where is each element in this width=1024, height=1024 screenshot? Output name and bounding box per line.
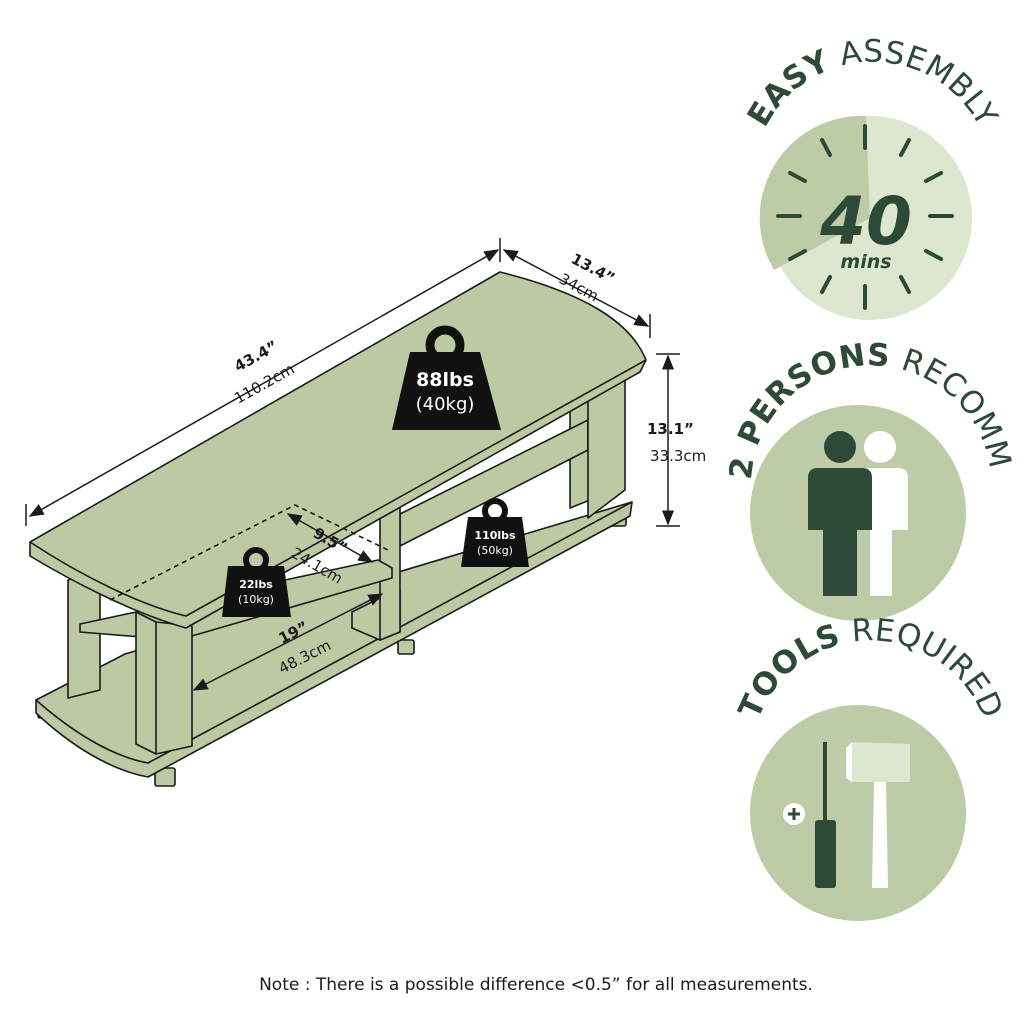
weight-middle-kg: (50kg) [477, 544, 513, 557]
hammer-icon [846, 742, 910, 888]
weight-middle-lbs: 110lbs [474, 529, 516, 542]
person-icon [808, 431, 872, 596]
dimension-lines [25, 238, 680, 691]
assembly-time-unit: mins [840, 251, 891, 273]
badge-easy-assembly: EASY ASSEMBLY 40 [741, 34, 1004, 320]
measurement-note: Note : There is a possible difference <0… [259, 975, 813, 995]
weight-top-kg: (40kg) [416, 394, 475, 415]
weight-small-kg: (10kg) [238, 593, 274, 606]
length-arrow [28, 249, 500, 517]
clock-icon: 40 mins [759, 115, 972, 320]
inner-width-arrow [192, 593, 384, 691]
weight-icon: 88lbs (40kg) [392, 325, 501, 430]
tv-stand-illustration [29, 271, 647, 787]
badge-tools-required: TOOLS REQUIRED [732, 612, 1010, 921]
weight-small-lbs: 22lbs [239, 578, 273, 591]
weight-top-lbs: 88lbs [416, 369, 474, 391]
depth-arrow [502, 249, 650, 327]
weight-icon: 110lbs (50kg) [461, 498, 529, 567]
screwdriver-icon [783, 742, 836, 888]
inner-depth-arrow [286, 513, 374, 563]
assembly-time-value: 40 [819, 183, 912, 260]
height-inches: 13.1” [647, 420, 694, 438]
height-cm: 33.3cm [650, 447, 706, 465]
weight-icon: 22lbs (10kg) [222, 547, 291, 617]
